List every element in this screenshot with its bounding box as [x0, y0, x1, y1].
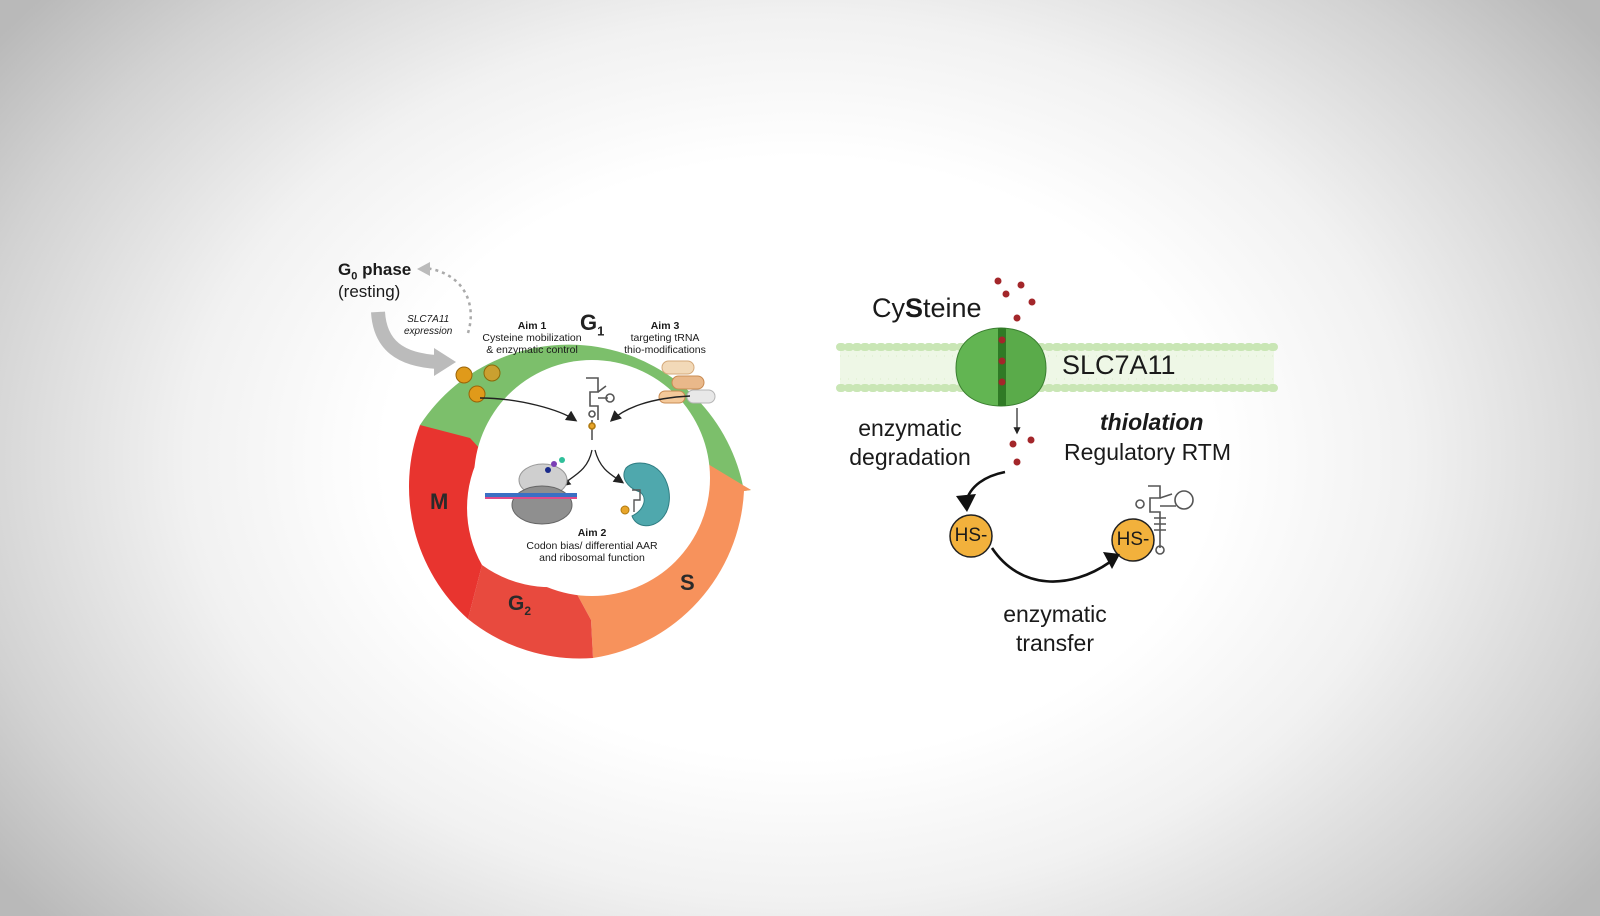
segment-g1: [420, 344, 751, 491]
trna-right-icon: [1135, 485, 1194, 555]
transfer-label: enzymatic transfer: [1003, 601, 1107, 656]
phase-m-label: M: [430, 489, 449, 514]
g0-loop: [371, 262, 472, 376]
slc7a11-transporter: [955, 327, 1047, 407]
g0-phase-label: G0 phase: [338, 260, 412, 283]
hs-right-circle: [1111, 518, 1155, 562]
aim2-label: Aim 2 Codon bias/ differential AAR and r…: [526, 527, 658, 564]
enzyme-icon: [620, 462, 670, 527]
phase-g1-label: G1: [580, 310, 605, 339]
cell-membrane: [836, 343, 1278, 392]
transfer-arrow: [990, 547, 1111, 583]
hs-right-label: HS-: [1116, 529, 1150, 550]
regulatory-rtm-label: Regulatory RTM: [1064, 439, 1232, 465]
slc7a11-expression-label: SLC7A11 expression: [404, 314, 453, 337]
slc7a11-label: SLC7A11: [1062, 350, 1176, 380]
phase-g2-label: G2: [508, 592, 532, 619]
ring-center: [474, 360, 710, 596]
ribosome-icon: [485, 457, 577, 525]
hs-left-label: HS-: [954, 525, 988, 546]
degradation-label: enzymatic degradation: [849, 415, 971, 470]
phase-s-label: S: [680, 570, 695, 595]
hs-left-circle: [949, 514, 993, 558]
drug-pills: [658, 360, 716, 404]
aim1-label: Aim 1 Cysteine mobilization & enzymatic …: [482, 320, 582, 356]
g0-return-arrow: [371, 311, 439, 369]
cysteine-label: CySteine: [872, 293, 982, 323]
cysteine-dots: [994, 277, 1036, 466]
aim3-label: Aim 3 targeting tRNA thio-modifications: [624, 320, 706, 356]
trna-icon: [586, 377, 615, 440]
cell-cycle-ring: [408, 344, 751, 659]
thiolation-label: thiolation: [1100, 409, 1204, 435]
segment-m: [408, 425, 482, 619]
g0-resting-label: (resting): [338, 282, 401, 301]
g0-dotted-arrow-head: [417, 262, 430, 276]
